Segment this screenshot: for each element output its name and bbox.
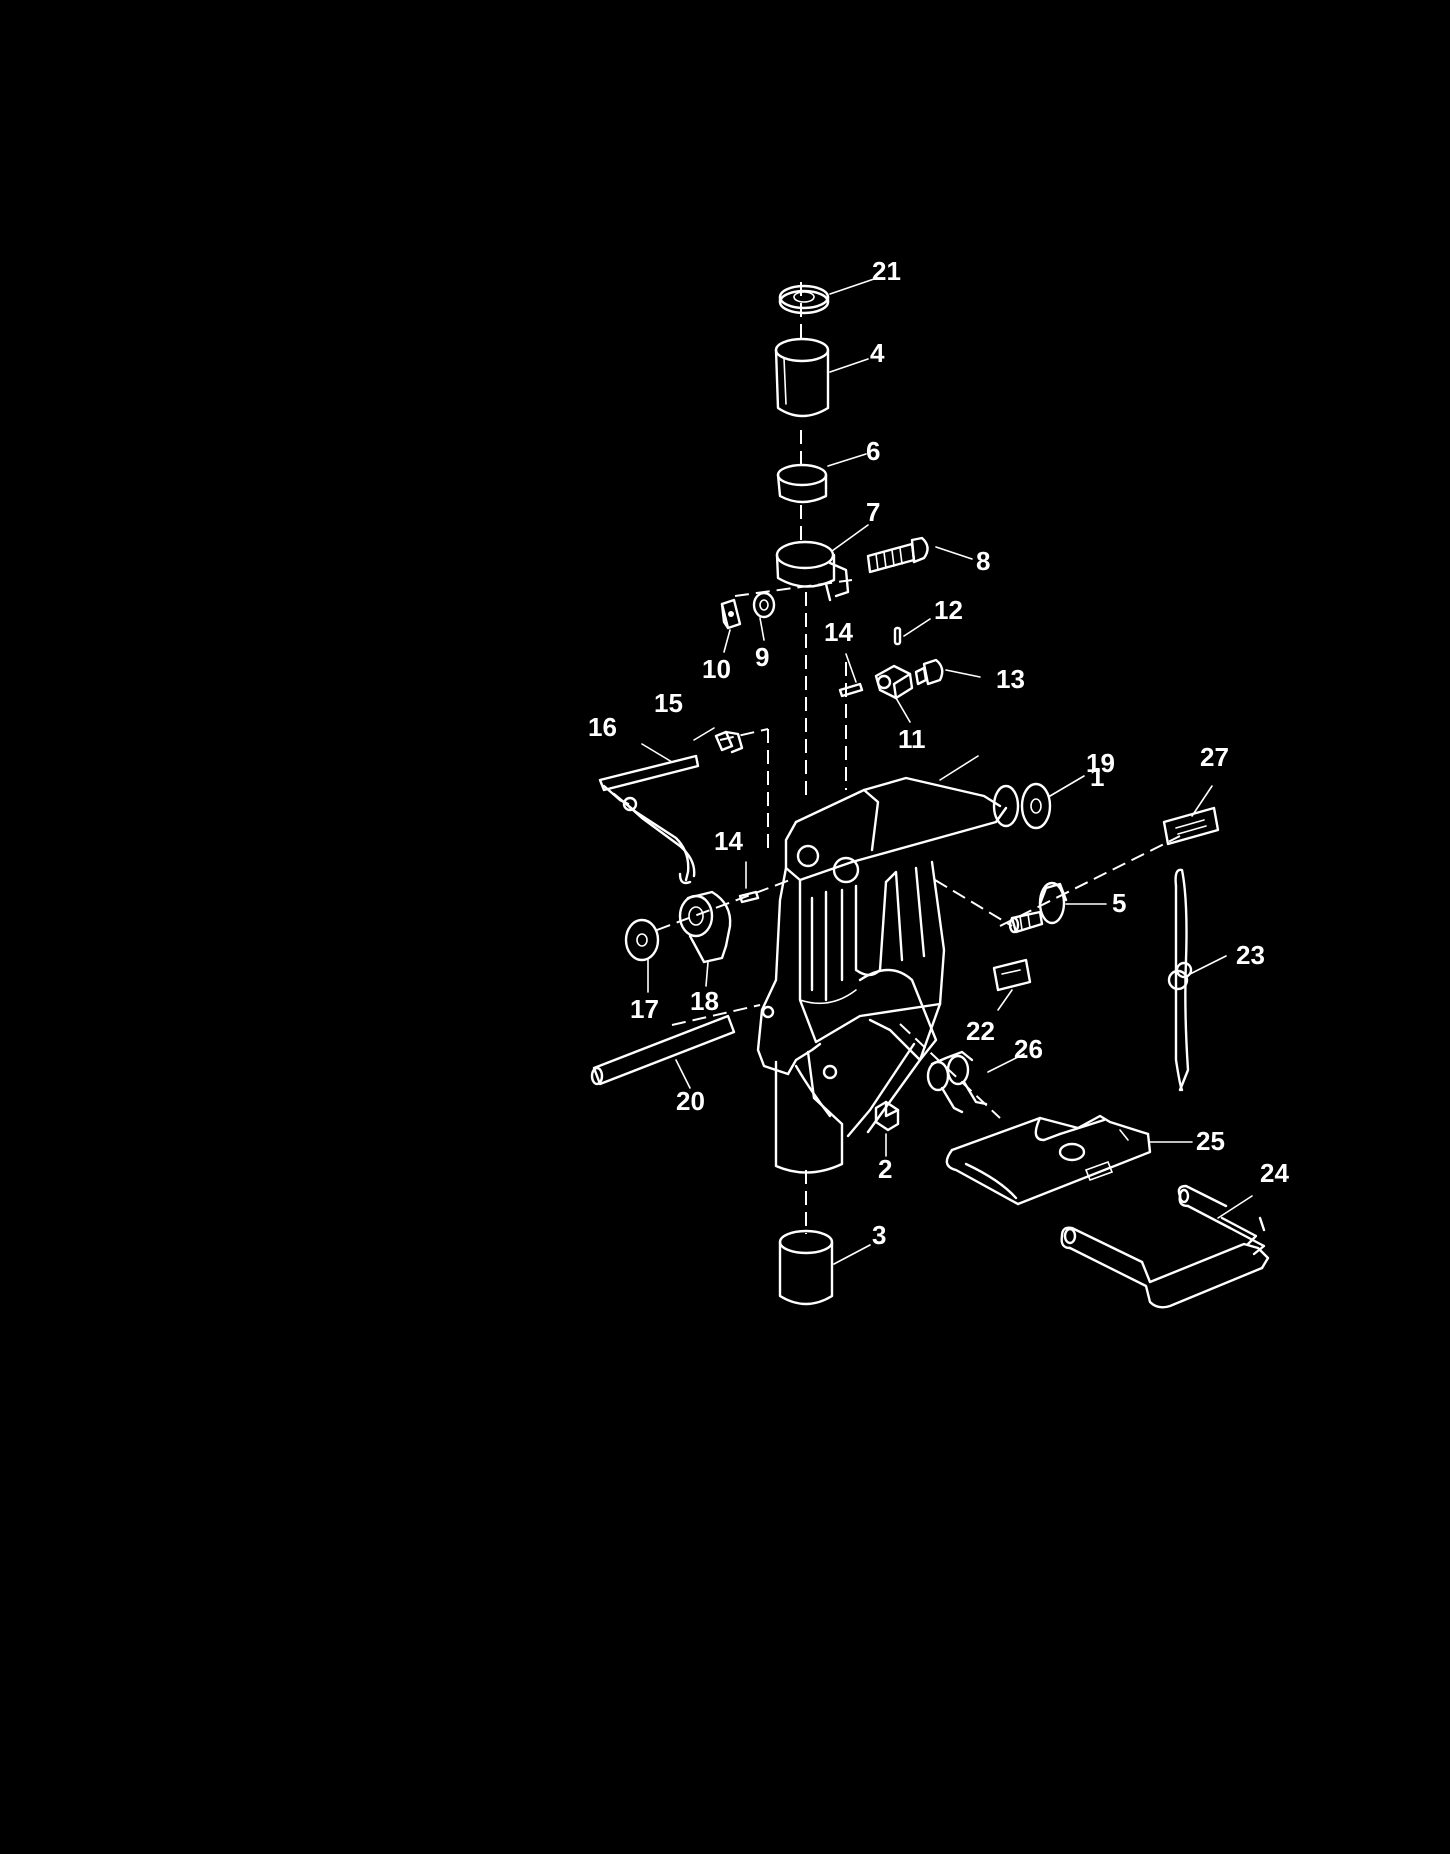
callout-4: 4	[870, 338, 885, 368]
callout-19: 19	[1086, 748, 1115, 778]
callout-5: 5	[1112, 888, 1126, 918]
part-5-pin	[1008, 881, 1068, 934]
part-12-pin	[893, 626, 902, 646]
callout-6: 6	[866, 436, 880, 466]
callout-18: 18	[690, 986, 719, 1016]
callout-27: 27	[1200, 742, 1229, 772]
callout-23: 23	[1236, 940, 1265, 970]
callout-12: 12	[934, 595, 963, 625]
assembly-centerlines	[656, 282, 1181, 1234]
part-11-block	[874, 664, 914, 700]
callout-7: 7	[866, 497, 880, 527]
part-26-spring	[926, 1050, 988, 1114]
callout-25: 25	[1196, 1126, 1225, 1156]
callout-15: 15	[654, 688, 683, 718]
part-16-lever	[598, 754, 700, 885]
part-27-decal	[1162, 806, 1220, 846]
part-14-pin-upper	[838, 682, 864, 698]
callout-3: 3	[872, 1220, 886, 1250]
part-2-fitting	[874, 1100, 900, 1132]
part-10-nut	[720, 598, 742, 630]
callout-11: 11	[898, 724, 926, 754]
part-14-pin-lower	[738, 890, 760, 904]
leader-lines	[641, 278, 1253, 1265]
callout-14-lower: 14	[714, 826, 743, 856]
part-7-clamp	[775, 540, 850, 602]
part-17-washer	[624, 918, 660, 962]
callout-10: 10	[702, 654, 731, 684]
callout-16: 16	[588, 712, 617, 742]
part-3-bushing	[778, 1229, 834, 1306]
part-25-cover	[945, 1114, 1152, 1206]
callout-2: 2	[878, 1154, 892, 1184]
callout-1: 1	[1090, 762, 1104, 792]
part-4-bushing	[774, 337, 830, 418]
part-9-washer	[752, 591, 776, 619]
callout-22: 22	[966, 1016, 995, 1046]
callout-13: 13	[996, 664, 1025, 694]
callout-8: 8	[976, 546, 990, 576]
callout-9: 9	[755, 642, 769, 672]
part-22-decal	[992, 958, 1032, 992]
part-1-swivel-bracket	[756, 776, 1020, 1174]
part-24-handle	[1060, 1184, 1270, 1309]
part-21-nut	[778, 284, 830, 315]
callout-17: 17	[630, 994, 659, 1024]
callout-26: 26	[1014, 1034, 1043, 1064]
callout-21: 21	[872, 256, 901, 286]
callout-14-upper: 14	[824, 617, 853, 647]
part-23-spring	[1167, 868, 1193, 1092]
part-18-lock	[678, 890, 732, 964]
part-6-bushing	[776, 463, 828, 504]
callout-20: 20	[676, 1086, 705, 1116]
part-13-screw	[914, 658, 944, 686]
part-15-nut	[714, 730, 744, 754]
callout-24: 24	[1260, 1158, 1289, 1188]
part-19-washer	[1020, 782, 1052, 830]
part-8-bolt	[866, 536, 929, 574]
part-20-pin	[590, 1014, 736, 1086]
callout-labels: 1 2 3 4 5 6 7 8 9 10 11 12 13 14 14 15 1…	[588, 256, 1289, 1250]
